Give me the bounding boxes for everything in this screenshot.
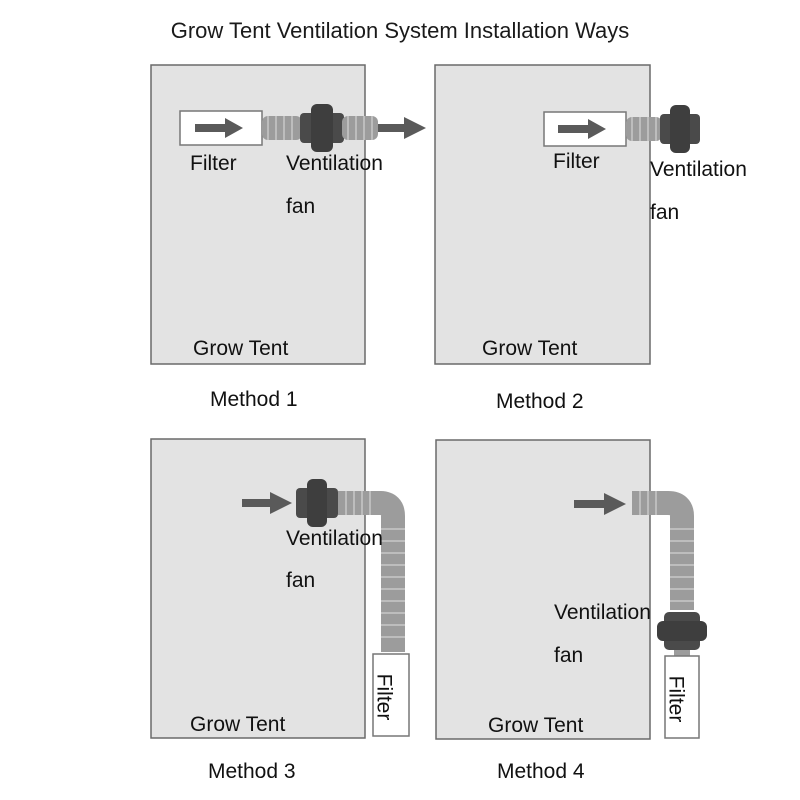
diagram-title: Grow Tent Ventilation System Installatio… xyxy=(170,18,630,43)
fan-label-1-line1: Ventilation xyxy=(286,152,383,175)
duct-4 xyxy=(632,491,694,610)
tent-label-2: Grow Tent xyxy=(482,337,578,360)
exhaust-arrow-1 xyxy=(378,117,426,139)
grow-tent-3 xyxy=(150,438,366,739)
ventilation-fan-1 xyxy=(300,104,344,152)
method-label-3: Method 3 xyxy=(208,760,296,783)
panel-method-4 xyxy=(435,439,707,740)
intake-arrow-4 xyxy=(574,493,626,515)
tent-label-1: Grow Tent xyxy=(193,337,289,360)
method-label-1: Method 1 xyxy=(210,388,298,411)
ventilation-fan-4 xyxy=(657,612,707,650)
filter-label-1: Filter xyxy=(190,152,237,175)
duct-2 xyxy=(626,117,662,141)
filter-label-3: Filter xyxy=(372,673,396,721)
tent-label-3: Grow Tent xyxy=(190,713,286,736)
tent-label-4: Grow Tent xyxy=(488,714,584,737)
intake-arrow-3 xyxy=(242,492,292,514)
grow-tent-2 xyxy=(434,64,651,365)
fan-label-3-line1: Ventilation xyxy=(286,527,383,550)
fan-label-2-line1: Ventilation xyxy=(650,158,747,181)
fan-label-3-line2: fan xyxy=(286,569,316,592)
method-label-2: Method 2 xyxy=(496,390,584,413)
duct-1b xyxy=(342,116,378,140)
filter-label-2: Filter xyxy=(553,150,600,173)
ventilation-fan-2 xyxy=(660,105,700,153)
ventilation-fan-3 xyxy=(296,479,338,527)
fan-label-4-line1: Ventilation xyxy=(554,601,651,624)
fan-label-2-line2: fan xyxy=(650,201,680,224)
grow-tent-4 xyxy=(435,439,651,740)
filter-arrow-1 xyxy=(195,118,243,138)
filter-box-3 xyxy=(372,653,410,737)
duct-3 xyxy=(338,491,405,652)
method-label-4: Method 4 xyxy=(497,760,585,783)
fan-label-1-line2: fan xyxy=(286,195,316,218)
filter-arrow-2 xyxy=(558,119,606,139)
panel-method-2 xyxy=(434,64,700,365)
filter-label-4: Filter xyxy=(664,675,688,723)
duct-4b xyxy=(674,650,690,656)
fan-label-4-line2: fan xyxy=(554,644,584,667)
filter-box-4 xyxy=(664,655,700,739)
panel-method-3 xyxy=(150,438,410,739)
panel-method-1 xyxy=(150,64,426,365)
